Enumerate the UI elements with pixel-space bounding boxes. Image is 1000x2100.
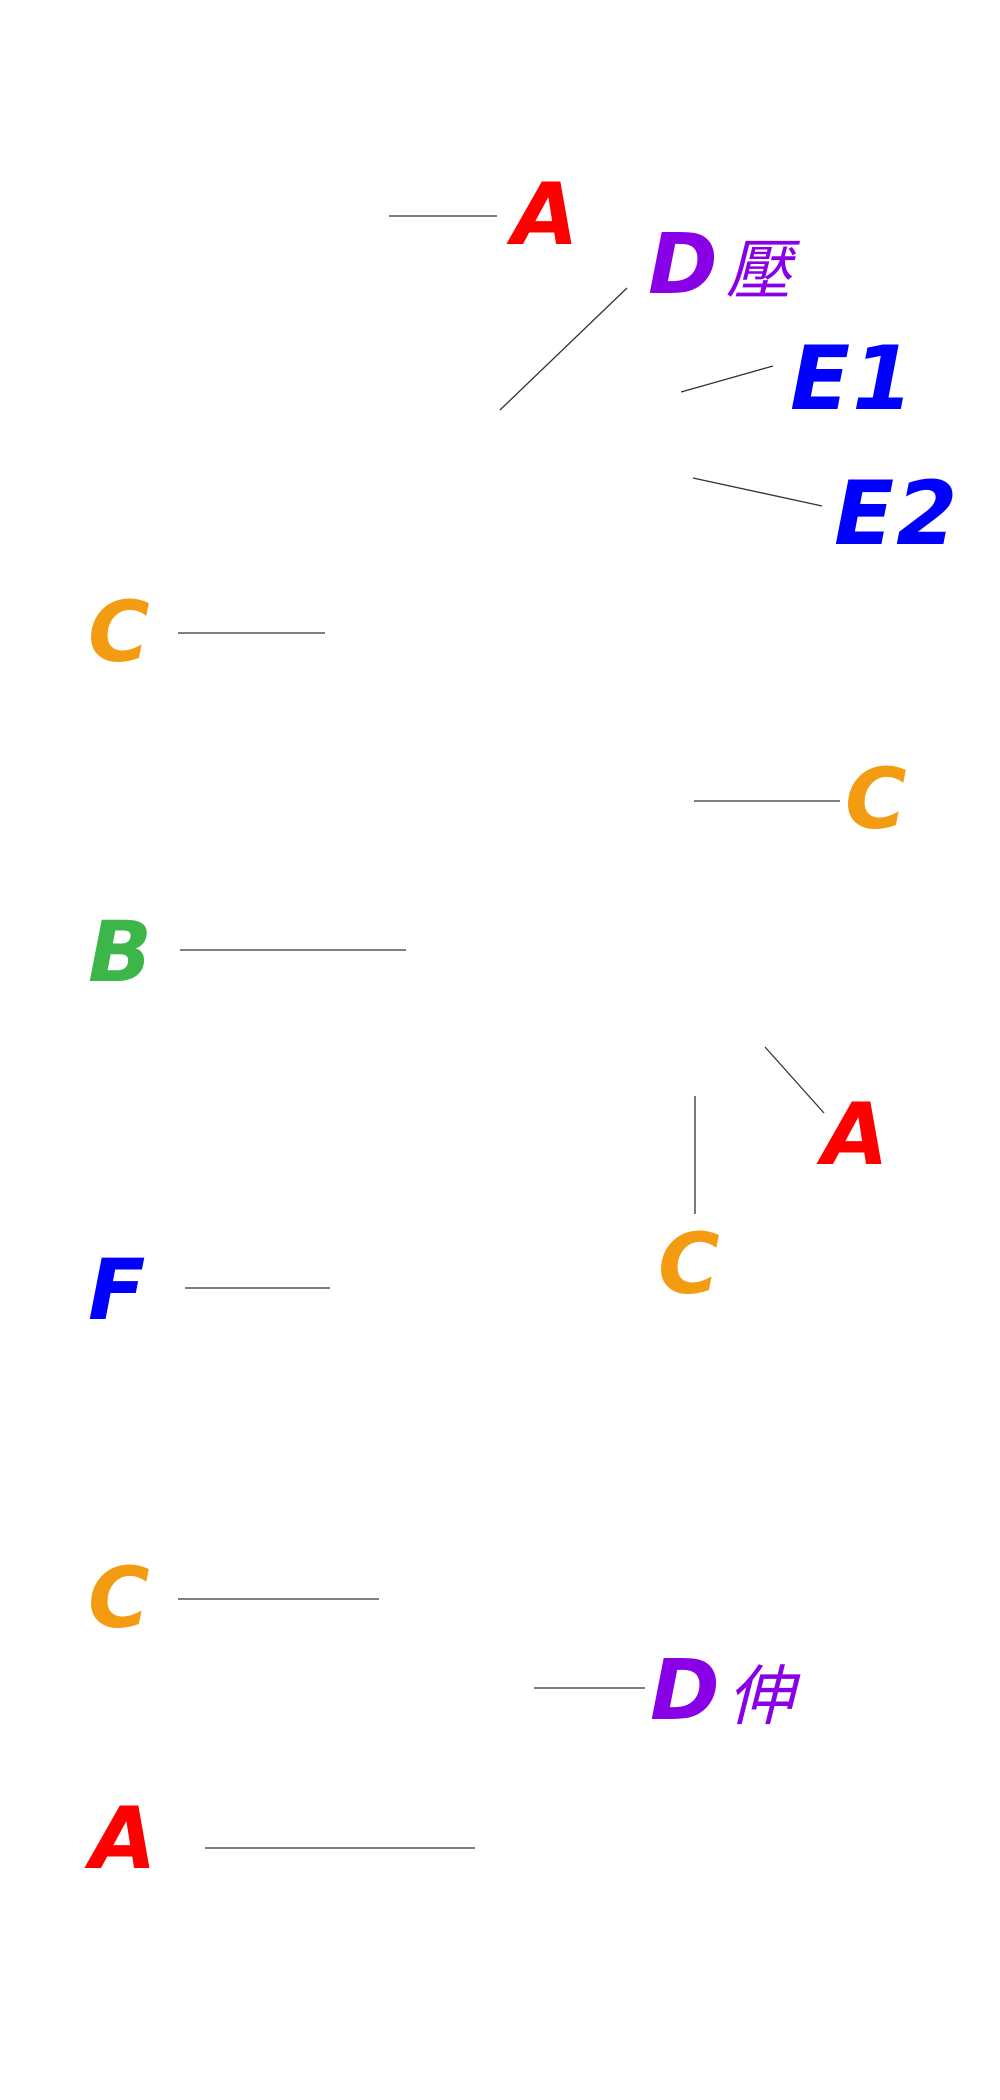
- label-c-3: C: [658, 1222, 722, 1306]
- label-b: B: [88, 910, 154, 994]
- label-d-1-suffix: 壓: [725, 233, 792, 309]
- label-a-1: A: [512, 172, 581, 258]
- label-a-3-text: A: [90, 1789, 159, 1889]
- label-c-2-text: C: [845, 750, 909, 848]
- label-d-2-text: D: [650, 1641, 722, 1739]
- label-b-text: B: [88, 903, 155, 1001]
- label-d-2-suffix: 伸: [727, 1659, 794, 1735]
- label-f: F: [88, 1248, 147, 1332]
- label-c-4-text: C: [88, 1549, 152, 1647]
- label-a-3: A: [90, 1796, 159, 1882]
- label-e1: E1: [790, 335, 915, 423]
- label-c-4: C: [88, 1556, 152, 1640]
- label-a-1-text: A: [512, 165, 581, 265]
- leader-line-a-2: [764, 1046, 825, 1114]
- label-c-1-text: C: [88, 583, 152, 681]
- label-e2-text: E2: [834, 462, 960, 565]
- leader-line-e2: [692, 477, 823, 507]
- label-d-2: D伸: [650, 1648, 793, 1732]
- label-f-text: F: [88, 1241, 148, 1339]
- leader-line-d-1: [499, 287, 628, 411]
- leader-line-e1: [680, 365, 774, 393]
- label-c-2: C: [845, 757, 909, 841]
- label-a-2-text: A: [822, 1085, 891, 1185]
- label-a-2: A: [822, 1092, 891, 1178]
- label-c-3-text: C: [658, 1215, 722, 1313]
- label-e1-text: E1: [790, 327, 916, 430]
- label-d-1-text: D: [648, 215, 720, 313]
- label-e2: E2: [834, 470, 959, 558]
- label-c-1: C: [88, 590, 152, 674]
- label-d-1: D壓: [648, 222, 791, 306]
